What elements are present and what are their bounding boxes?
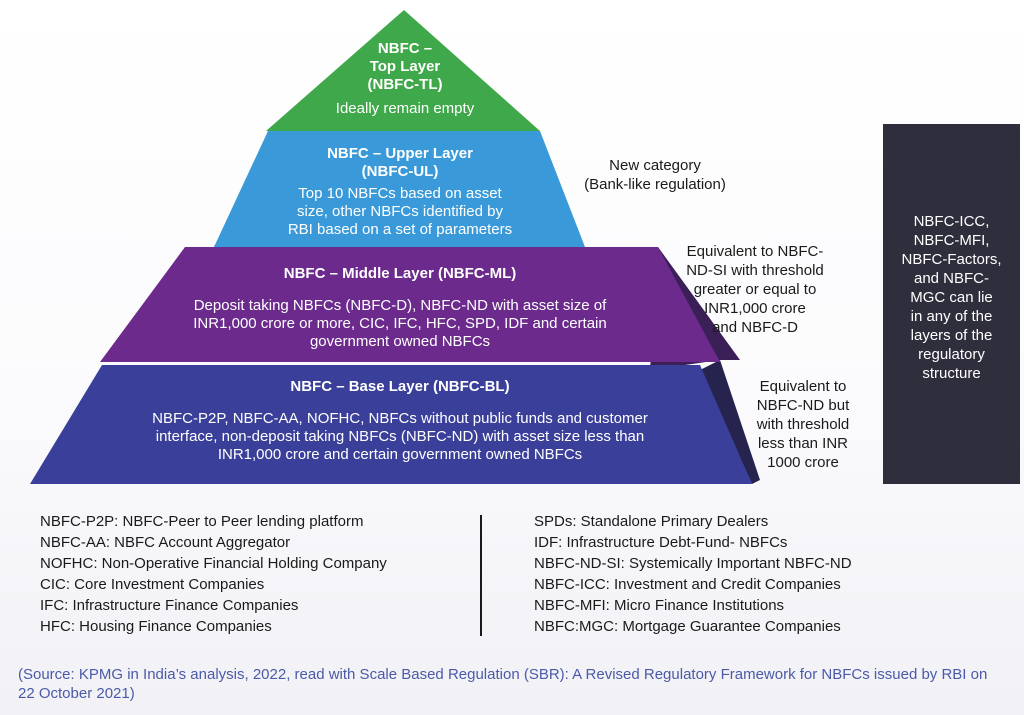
abbreviation-item: NBFC:MGC: Mortgage Guarantee Companies — [534, 618, 841, 635]
abbreviation-item: HFC: Housing Finance Companies — [40, 618, 272, 635]
layer-base-text: NBFC – Base Layer (NBFC-BL) NBFC-P2P, NB… — [80, 378, 720, 464]
layer-agnostic-info-box: NBFC-ICC, NBFC-MFI, NBFC-Factors, and NB… — [883, 124, 1020, 484]
abbreviations-left-list: NBFC-P2P: NBFC-Peer to Peer lending plat… — [40, 511, 387, 637]
layer-shape-upper — [214, 131, 585, 247]
abbreviation-item: NBFC-ND-SI: Systemically Important NBFC-… — [534, 555, 852, 572]
abbreviation-item: NBFC-ICC: Investment and Credit Companie… — [534, 576, 841, 593]
layer-upper-desc-3: RBI based on a set of parameters — [287, 221, 513, 238]
layer-top-title-1: NBFC – — [377, 40, 433, 57]
layer-base-title: NBFC – Base Layer (NBFC-BL) — [290, 378, 510, 395]
side-note-base: Equivalent to NBFC-ND but with threshold… — [756, 378, 850, 471]
abbreviation-item: NOFHC: Non-Operative Financial Holding C… — [40, 555, 387, 572]
layer-middle-text: NBFC – Middle Layer (NBFC-ML) Deposit ta… — [130, 265, 670, 351]
layer-base-desc-3: INR1,000 crore and certain government ow… — [217, 446, 583, 463]
layer-top-description: Ideally remain empty — [335, 100, 475, 117]
abbreviation-item: IFC: Infrastructure Finance Companies — [40, 597, 299, 614]
pyramid-side-face-base — [700, 360, 760, 484]
abbreviation-item: IDF: Infrastructure Debt-Fund- NBFCs — [534, 534, 788, 551]
abbreviation-item: CIC: Core Investment Companies — [40, 576, 265, 593]
layer-base-desc-1: NBFC-P2P, NBFC-AA, NOFHC, NBFCs without … — [152, 410, 648, 427]
abbreviation-item: NBFC-AA: NBFC Account Aggregator — [40, 534, 291, 551]
layer-shape-base — [30, 365, 752, 484]
layer-top-text: NBFC – Top Layer (NBFC-TL) Ideally remai… — [300, 40, 510, 118]
layer-middle-title: NBFC – Middle Layer (NBFC-ML) — [283, 265, 517, 282]
layer-middle-desc-1: Deposit taking NBFCs (NBFC-D), NBFC-ND w… — [193, 297, 607, 314]
abbreviations-right-list: SPDs: Standalone Primary Dealers IDF: In… — [534, 511, 852, 637]
abbreviation-item: NBFC-MFI: Micro Finance Institutions — [534, 597, 785, 614]
layer-upper-text: NBFC – Upper Layer (NBFC-UL) Top 10 NBFC… — [250, 145, 550, 239]
abbreviation-item: SPDs: Standalone Primary Dealers — [534, 513, 769, 530]
abbreviations-divider — [480, 515, 482, 636]
layer-agnostic-info-text: NBFC-ICC, NBFC-MFI, NBFC-Factors, and NB… — [901, 213, 1002, 382]
source-note: (Source: KPMG in India’s analysis, 2022,… — [18, 666, 988, 702]
abbreviation-item: NBFC-P2P: NBFC-Peer to Peer lending plat… — [40, 513, 364, 530]
layer-upper-desc-1: Top 10 NBFCs based on asset — [298, 185, 502, 202]
layer-top-title-3: (NBFC-TL) — [367, 76, 443, 93]
layer-shape-top — [266, 10, 540, 131]
layer-upper-title-1: NBFC – Upper Layer — [327, 145, 473, 162]
layer-middle-desc-3: government owned NBFCs — [309, 333, 491, 350]
layer-shape-middle — [100, 247, 720, 362]
layer-base-desc-2: interface, non-deposit taking NBFCs (NBF… — [155, 428, 645, 445]
layer-top-title-2: Top Layer — [369, 58, 441, 75]
layer-upper-title-2: (NBFC-UL) — [361, 163, 439, 180]
layer-middle-desc-2: INR1,000 crore or more, CIC, IFC, HFC, S… — [193, 315, 607, 332]
layer-upper-desc-2: size, other NBFCs identified by — [297, 203, 503, 220]
side-note-upper: New category (Bank-like regulation) — [584, 157, 726, 193]
side-note-middle: Equivalent to NBFC- ND-SI with threshold… — [686, 243, 824, 336]
